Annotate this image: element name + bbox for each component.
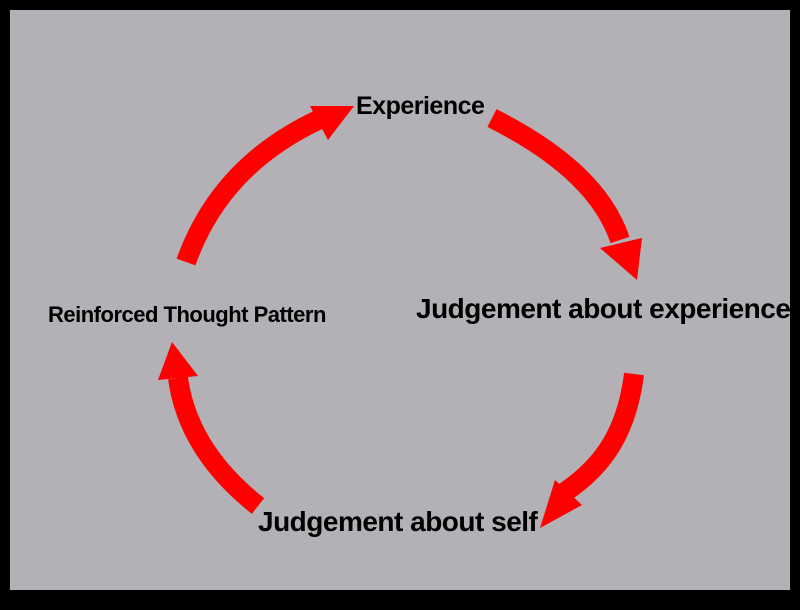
arrow-experience-to-judgement-experience	[487, 109, 642, 280]
cycle-arrows	[158, 106, 644, 528]
arrow-judgement-self-to-reinforced	[158, 342, 265, 514]
node-judgement-about-self: Judgement about self	[258, 506, 538, 537]
node-judgement-about-experience: Judgement about experience	[416, 293, 791, 324]
arrow-judgement-experience-to-judgement-self	[540, 372, 644, 528]
arrow-reinforced-to-experience	[176, 106, 354, 266]
node-reinforced-thought-pattern: Reinforced Thought Pattern	[48, 302, 326, 327]
node-experience: Experience	[356, 92, 485, 120]
